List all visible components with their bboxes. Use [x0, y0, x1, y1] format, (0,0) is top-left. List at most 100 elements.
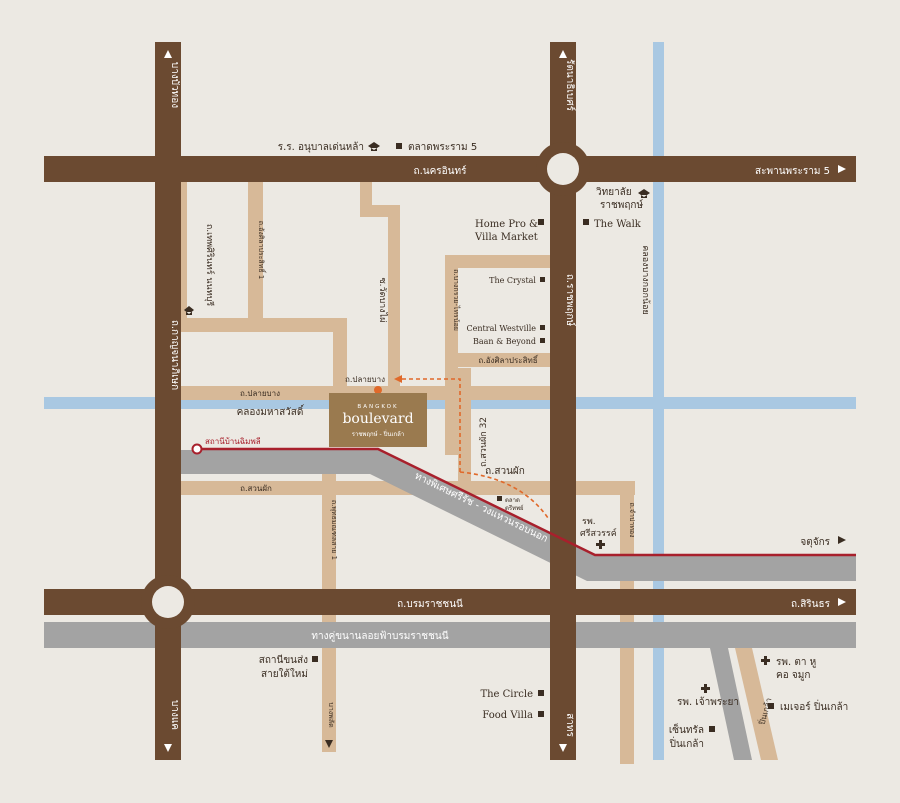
- eye-hospital-icon: [761, 656, 770, 665]
- ratchaphruek-label: ถ.ราชพฤกษ์: [564, 274, 576, 327]
- school-thephasadin-icon: [184, 306, 194, 315]
- route-dashes: [396, 378, 549, 519]
- phra-ram5-arrow-icon: [838, 165, 846, 173]
- champa-label: ถ.จำปาทอง: [628, 502, 636, 537]
- talad-label-1: ตลาด: [505, 497, 520, 504]
- central-westville-label: Central Westville: [467, 324, 537, 333]
- sirindhorn-arrow-icon: [838, 598, 846, 606]
- major-pinklao-marker-icon: [768, 703, 774, 709]
- si-rat-expressway: [155, 450, 856, 581]
- pla-bang-label-2: ถ.ปลายบาง: [345, 375, 385, 384]
- sriswat-hospital-icon: [596, 540, 605, 549]
- college-label-1: วิทยาลัย: [596, 187, 632, 198]
- khlong-bangkok-noi-label: คลองบางกอกน้อย: [640, 245, 651, 315]
- bus-station-label-2: สายใต้ใหม่: [261, 668, 308, 680]
- roundabout-boromratchonnani-center: [152, 586, 184, 618]
- rail-line: [197, 447, 856, 557]
- food-villa-marker-icon: [538, 711, 544, 717]
- soi-wat-bangphai-road-c: [388, 205, 400, 393]
- rattanathibet-label: รัตนาธิเบศร์: [564, 59, 576, 112]
- sathon-arrow-icon: [559, 744, 567, 752]
- main-roads: [44, 42, 856, 760]
- sirindhorn-label: ถ.สิรินธร: [791, 599, 831, 610]
- bang-khae-arrow-icon: [164, 744, 172, 752]
- talad-label-2: ตรีทพย์: [505, 504, 524, 512]
- bang-bua-thong-label: บางบัวทอง: [169, 62, 180, 108]
- pinklao-road-diagonal: [735, 648, 778, 760]
- ang-sila-road: [445, 353, 555, 367]
- central-pinklao-label-2: ปิ่นเกล้า: [669, 736, 704, 750]
- baan-beyond-marker-icon: [540, 338, 545, 343]
- thephasadin-label: ถ.เทพศิรินทร์ นนทบุรี: [204, 224, 216, 307]
- school-anuban-icon: [368, 142, 380, 151]
- project-pin-icon: [374, 386, 382, 394]
- nakhon-in-label: ถ.นครอินทร์: [414, 165, 468, 177]
- phutthamonthon-arrow-icon: [325, 740, 333, 748]
- kanchanaphisek-label: ถ.กาญจนาภิเษก: [169, 320, 180, 390]
- homepro-label-1: Home Pro &: [475, 219, 538, 230]
- route-path-to-market: [459, 471, 549, 519]
- the-crystal-marker-icon: [540, 277, 545, 282]
- the-walk-label: The Walk: [594, 219, 642, 230]
- phutthamonthon-1-label: ถ.พุทธมณฑลสาย 1: [330, 500, 338, 560]
- homepro-label-2: Villa Market: [474, 232, 538, 243]
- minor-road-horizontal-320: [172, 318, 347, 332]
- talad-rama5-marker-icon: [396, 143, 402, 149]
- boromratchonnani-label: ถ.บรมราชชนนี: [397, 598, 463, 610]
- bus-station-marker-icon: [312, 656, 318, 662]
- school-anuban-label: ร.ร. อนุบาลเด่นหล้า: [278, 141, 364, 153]
- suan-phak-label-1: ถ.สวนผัก: [240, 484, 272, 493]
- project-logo-line3: ราชพฤกษ์ - ปิ่นเกล้า: [352, 430, 404, 438]
- project-logo: BANGKOK boulevard ราชพฤกษ์ - ปิ่นเกล้า: [329, 393, 427, 447]
- khlong-mahasawat-label: คลองมหาสวัสดิ์: [237, 404, 305, 418]
- station-label: สถานีบ้านฉิมพลี: [205, 437, 261, 446]
- kanchanaphisek-road: [155, 42, 181, 760]
- sriswat-label-1: รพ.: [582, 517, 596, 527]
- central-pinklao-marker-icon: [709, 726, 715, 732]
- ang-sila-1-label: ถ.อังศิลาประสิทธิ์ 1: [257, 221, 267, 280]
- suan-phak-32-label: ถ.สวนผัก 32: [479, 417, 489, 467]
- route-arrow-icon: [394, 375, 402, 383]
- central-pinklao-label-1: เซ็นทรัล: [669, 722, 704, 736]
- talad-rama5-label: ตลาดพระราม 5: [408, 142, 477, 153]
- soi-wat-bangphai-label: ซ.วัดบางไผ่: [377, 278, 388, 323]
- rattanathibet-arrow-icon: [559, 50, 567, 58]
- chaophraya-hospital-label: รพ. เจ้าพระยา: [677, 696, 739, 708]
- bang-khae-label: บางแค: [169, 700, 180, 730]
- phra-ram5-bridge-label: สะพานพระราม 5: [755, 166, 830, 177]
- suan-phak-32-road: [458, 368, 471, 493]
- suan-phak-label-2: ถ.สวนผัก: [485, 466, 525, 477]
- sriswat-label-2: ศรีสวรรค์: [580, 527, 617, 539]
- expressway-spur-diagonal: [710, 648, 752, 760]
- college-label-2: ราชพฤกษ์: [600, 199, 643, 211]
- project-logo-line2: boulevard: [342, 411, 413, 427]
- ang-sila-label: ถ.อังศิลาประสิทธิ์: [478, 354, 539, 365]
- eye-hospital-label-1: รพ. ตา หู: [776, 657, 816, 668]
- soi-wat-bangphai-road-a: [360, 180, 372, 210]
- bang-kruai-label: ถ.บางกรวย-ไทรน้อย: [452, 269, 461, 331]
- bus-station-label-1: สถานีขนส่ง: [259, 654, 308, 666]
- khlong-bangkok-noi-canal: [653, 42, 664, 760]
- bang-phlat-label: บางพลัด: [327, 702, 335, 727]
- major-pinklao-label: เมเจอร์ ปิ่นเกล้า: [780, 699, 848, 713]
- the-circle-marker-icon: [538, 690, 544, 696]
- roundabout-nakhon-in-center: [547, 153, 579, 185]
- bang-kruai-top: [445, 255, 555, 268]
- chatuchak-label: จตุจักร: [800, 537, 830, 548]
- sathon-label: สาทร: [564, 713, 575, 737]
- bang-bua-thong-arrow-icon: [164, 50, 172, 58]
- project-logo-line1: BANGKOK: [357, 404, 398, 410]
- station-marker: [191, 443, 203, 455]
- the-circle-label: The Circle: [480, 689, 533, 700]
- food-villa-label: Food Villa: [482, 710, 533, 721]
- baan-beyond-label: Baan & Beyond: [473, 337, 536, 346]
- central-westville-marker-icon: [540, 325, 545, 330]
- ang-sila-1-road: [248, 180, 263, 320]
- chaophraya-hospital-icon: [701, 684, 710, 693]
- eye-hospital-label-2: คอ จมูก: [776, 670, 810, 681]
- project-logo-box: [329, 393, 427, 447]
- talad-marker-icon: [497, 496, 502, 501]
- elevated-road-label: ทางคู่ขนานลอยฟ้าบรมราชชนนี: [311, 630, 448, 642]
